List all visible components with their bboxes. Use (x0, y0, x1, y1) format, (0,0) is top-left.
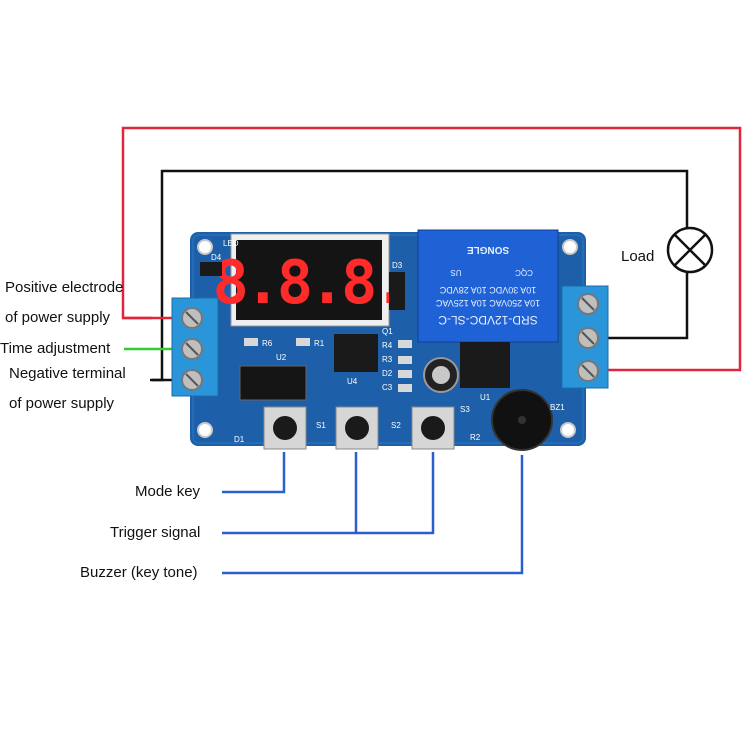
display-digits: 8.8.8. (213, 248, 406, 318)
label-load: Load (621, 248, 655, 265)
silk-q1: Q1 (382, 327, 393, 336)
resistor-r6 (244, 338, 258, 346)
silk-s2: S2 (391, 421, 401, 430)
buzzer-leader (222, 455, 524, 575)
silk-c3: C3 (382, 383, 393, 392)
silk-d3: D3 (392, 261, 403, 270)
resistor-r3 (398, 356, 412, 364)
silk-r1: R1 (314, 339, 325, 348)
label-buzzer: Buzzer (key tone) (80, 564, 198, 581)
diode-d3 (389, 272, 405, 310)
relay-rating-2: 10A 30VDC 10A 28VDC (439, 285, 536, 295)
diode-d2 (398, 370, 412, 378)
electrolytic-capacitor (423, 357, 459, 393)
cap-c3 (398, 384, 412, 392)
silk-d2: D2 (382, 369, 393, 378)
silk-d4: D4 (211, 253, 222, 262)
silk-led: LED (223, 239, 239, 248)
ic-u2 (239, 365, 307, 401)
relay-terminal-block (561, 285, 609, 389)
silk-r4: R4 (382, 341, 393, 350)
button-s2 (335, 406, 379, 450)
silk-u2: U2 (276, 353, 287, 362)
label-negative-2: of power supply (9, 395, 115, 412)
silk-r2: R2 (470, 433, 481, 442)
resistor-r4 (398, 340, 412, 348)
resistor-r1 (296, 338, 310, 346)
ic-u4 (334, 334, 378, 372)
silk-u4: U4 (347, 377, 358, 386)
label-positive-2: of power supply (5, 309, 111, 326)
trigger-leader (222, 452, 435, 535)
button-s3 (411, 406, 455, 450)
mode-key-leader (222, 452, 286, 494)
relay-brand: SONGLE (467, 244, 510, 255)
power-terminal-block (171, 297, 219, 397)
silk-s3: S3 (460, 405, 470, 414)
transistor-u1 (460, 342, 510, 388)
silk-bz1: BZ1 (550, 403, 565, 412)
relay: SRD-12VDC-SL-C 10A 250VAC 10A 125VAC 10A… (417, 229, 559, 343)
seven-segment-display: 8.8.8. (213, 233, 409, 327)
label-negative-1: Negative terminal (9, 365, 126, 382)
relay-ul: US (450, 268, 461, 277)
silk-s1: S1 (316, 421, 326, 430)
relay-model: SRD-12VDC-SL-C (438, 313, 538, 327)
silk-r6: R6 (262, 339, 273, 348)
load-lamp-icon (666, 226, 714, 274)
label-mode-key: Mode key (135, 483, 201, 500)
diode-d4 (200, 262, 222, 276)
load-return-wire (590, 272, 689, 340)
relay-rating-1: 10A 250VAC 10A 125VAC (435, 298, 540, 308)
silk-r3: R3 (382, 355, 393, 364)
label-trigger-signal: Trigger signal (110, 524, 201, 541)
label-time-adjustment: Time adjustment (0, 340, 111, 357)
button-s1 (263, 406, 307, 450)
silk-d1: D1 (234, 435, 245, 444)
silk-u1: U1 (480, 393, 491, 402)
label-positive-1: Positive electrode (5, 279, 124, 296)
buzzer (491, 389, 553, 451)
relay-cert: CQC (515, 268, 533, 277)
